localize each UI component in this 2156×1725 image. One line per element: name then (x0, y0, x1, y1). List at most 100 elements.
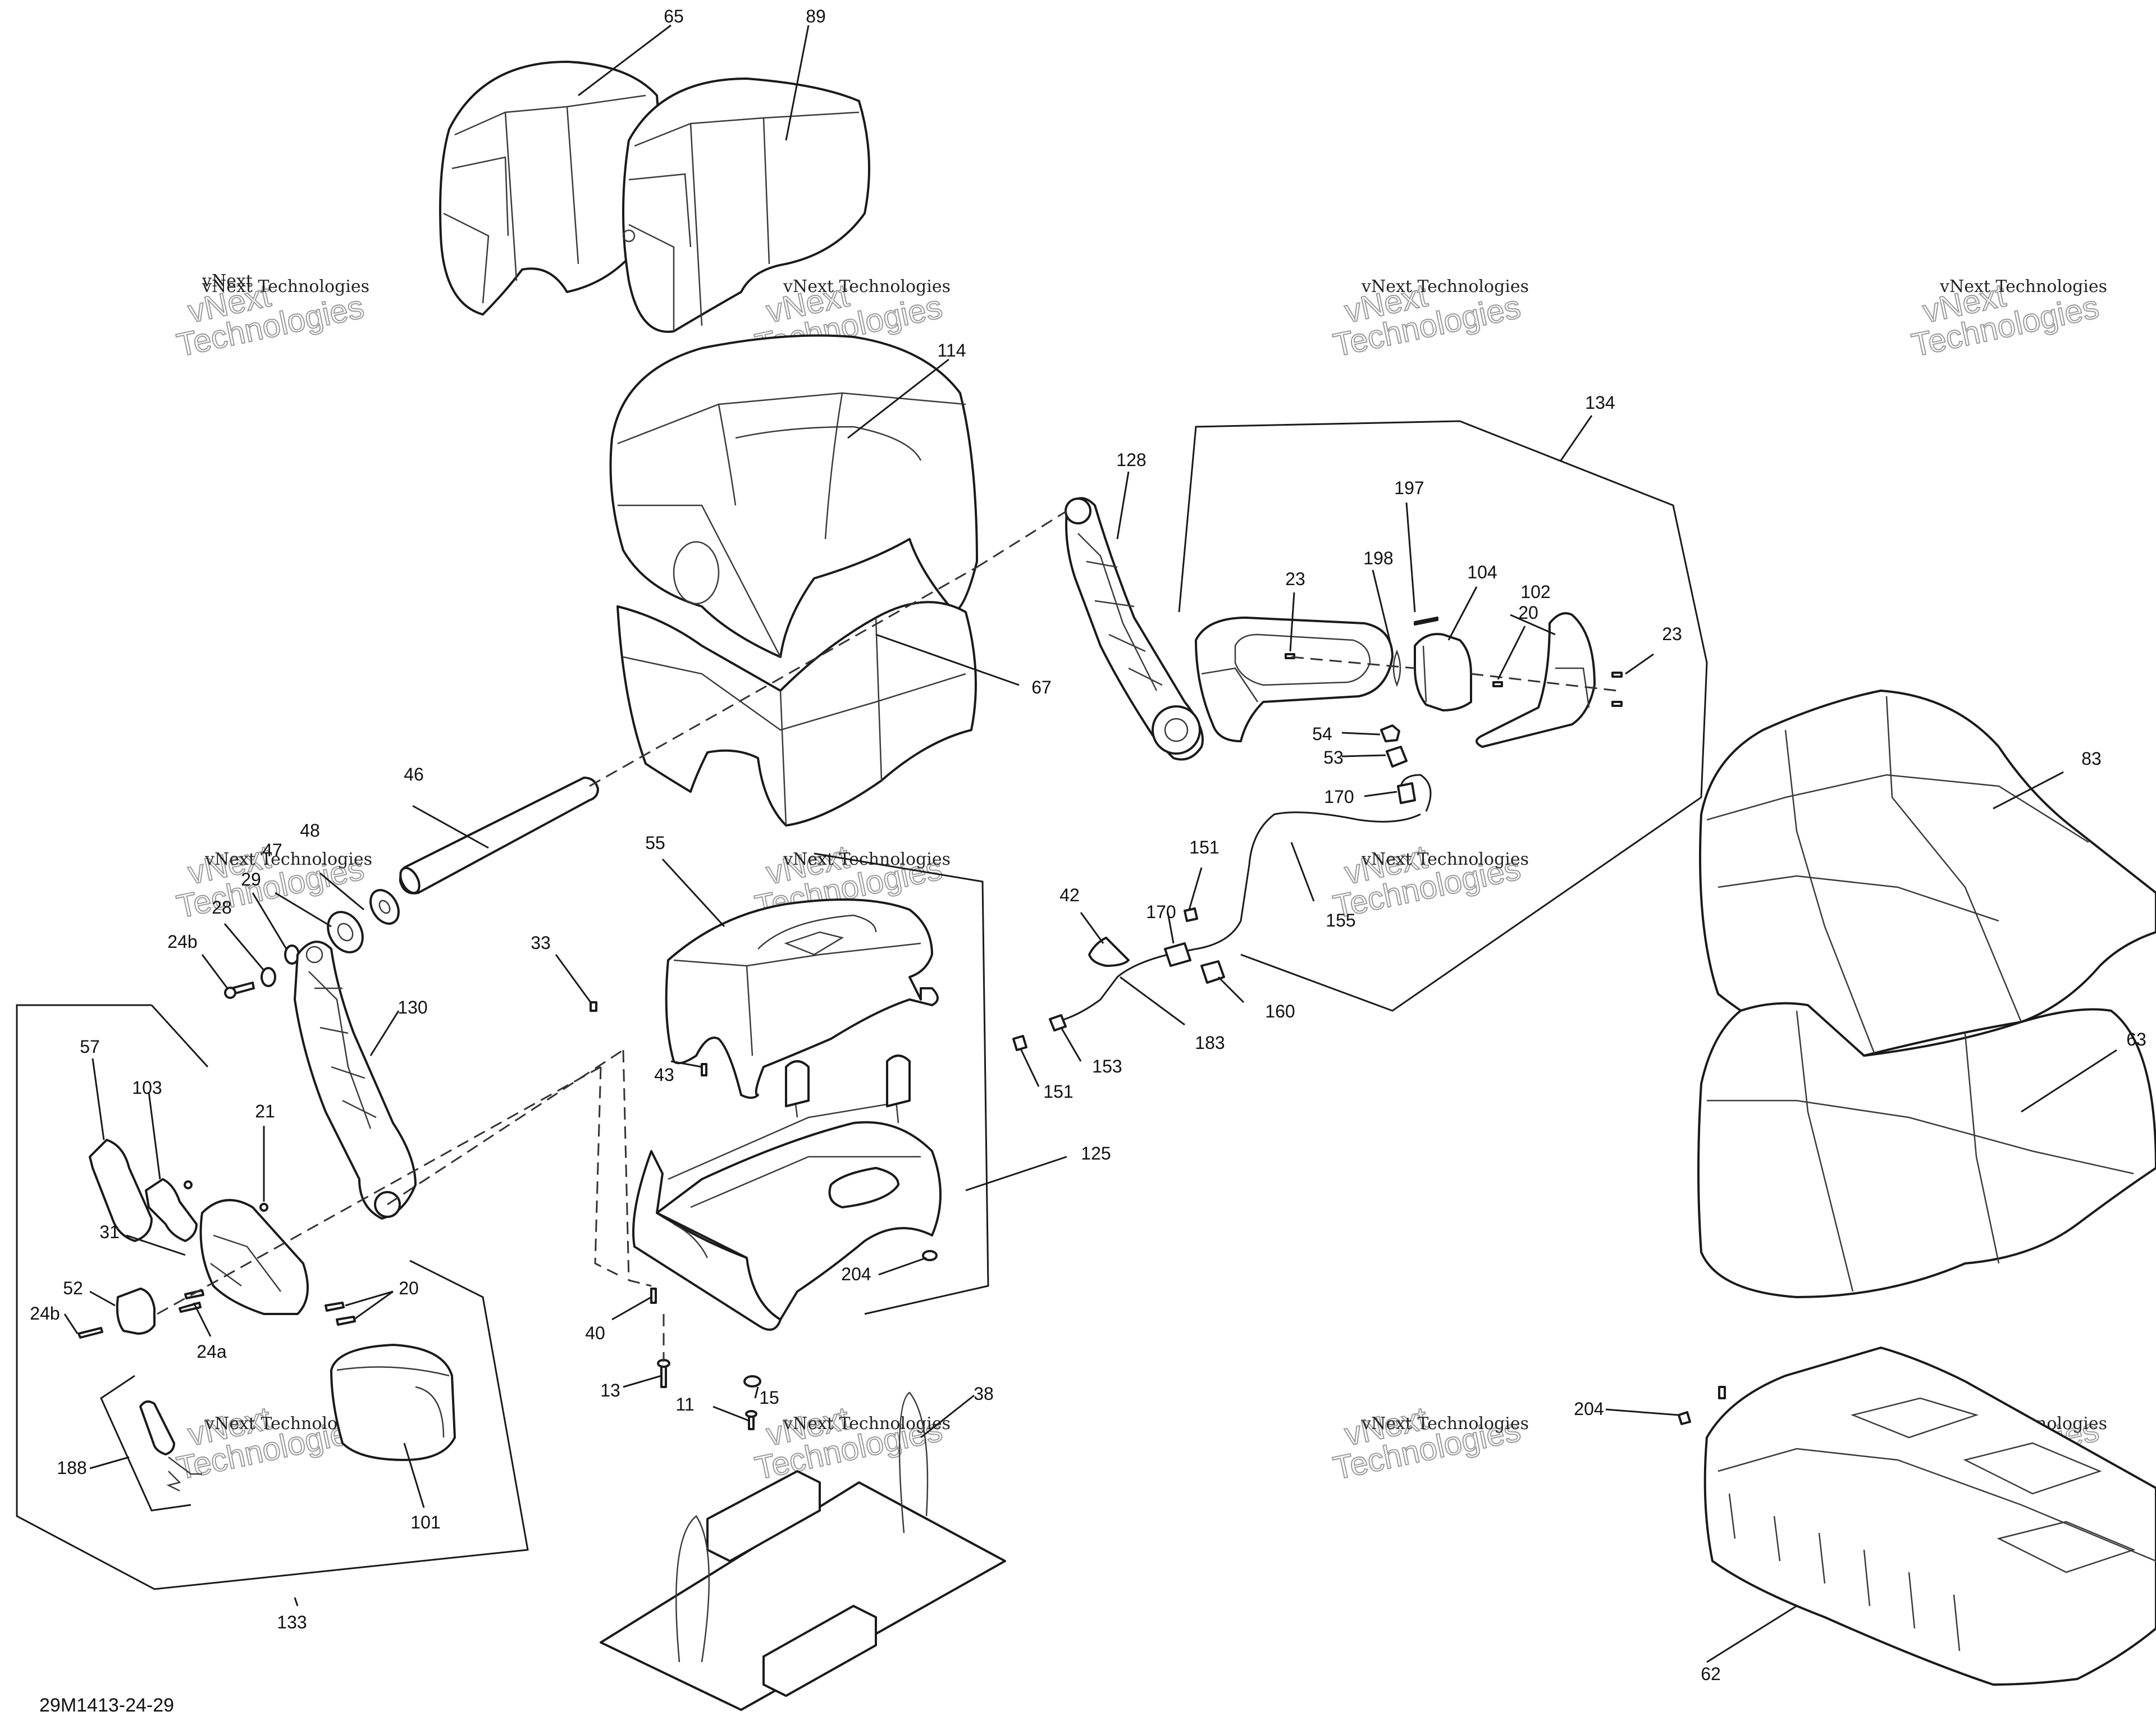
part-handle-housing (199, 1199, 309, 1315)
callout-170-lower: 170 (1146, 902, 1176, 922)
callout-46: 46 (404, 764, 424, 784)
leader-lines (63, 24, 2117, 1663)
callout-101: 101 (410, 1512, 440, 1532)
svg-text:vNext Technologies: vNext Technologies (1361, 1414, 1529, 1434)
callout-133: 133 (277, 1612, 307, 1632)
callout-48: 48 (300, 820, 320, 841)
svg-text:vNext Technologies: vNext Technologies (1361, 850, 1529, 869)
callout-23-right: 23 (1662, 624, 1682, 644)
callout-28: 28 (212, 897, 232, 918)
part-134-handle (1195, 617, 1394, 742)
watermark-11: vNext Technologies vNext Technologies (1330, 1399, 1529, 1487)
part-65-backrest-pad (439, 61, 660, 316)
part-42-loop (1088, 937, 1130, 967)
callout-67: 67 (1031, 677, 1052, 697)
callout-204-left: 204 (841, 1264, 871, 1284)
part-197-pin (1414, 617, 1438, 626)
callout-104: 104 (1467, 562, 1497, 582)
part-46-shaft (399, 777, 599, 895)
part-204-fasteners (1678, 1386, 1726, 1425)
callout-24a: 24a (197, 1341, 227, 1362)
callout-151-lower: 151 (1043, 1081, 1073, 1102)
part-28-washer (261, 967, 276, 987)
callout-160: 160 (1265, 1001, 1295, 1021)
callout-15: 15 (759, 1388, 779, 1408)
callout-33: 33 (531, 933, 551, 953)
watermark-7: vNext Technologies vNext Technologies (1330, 838, 1529, 925)
callout-188: 188 (57, 1458, 86, 1478)
part-101-cover (330, 1344, 456, 1461)
callout-31: 31 (99, 1222, 120, 1242)
part-155-wire-harness (1055, 774, 1432, 1023)
callout-63: 63 (2126, 1029, 2146, 1049)
svg-text:vNext Technologies: vNext Technologies (783, 277, 951, 296)
callout-102: 102 (1520, 582, 1550, 602)
callout-130: 130 (398, 997, 427, 1017)
svg-text:vNext: vNext (202, 271, 253, 291)
watermark-1-combined: vNext Technologies (202, 277, 369, 296)
part-198-spring (1392, 649, 1401, 687)
callout-197: 197 (1394, 478, 1424, 498)
part-153-connector (1049, 1014, 1067, 1032)
part-188-latch (139, 1400, 202, 1492)
svg-text:vNext Technologies: vNext Technologies (1361, 277, 1529, 296)
callout-21: 21 (255, 1101, 275, 1121)
part-57-grip (89, 1139, 153, 1242)
callout-11: 11 (675, 1394, 694, 1414)
group-outline-134 (1178, 420, 1708, 1012)
callout-38: 38 (974, 1384, 994, 1404)
callout-134: 134 (1585, 393, 1615, 413)
callout-89: 89 (806, 6, 826, 26)
part-83-passenger-seat (1699, 690, 2156, 1057)
assembly-axes (157, 510, 1618, 1362)
part-63-passenger-base (1697, 1002, 2156, 1298)
callout-114: 114 (937, 340, 966, 360)
part-103-sleeve (145, 1178, 198, 1242)
callout-54: 54 (1312, 724, 1332, 744)
group-outline-133 (16, 1004, 529, 1607)
part-170-connector-lower (1164, 942, 1191, 967)
part-67-seat-base (616, 601, 977, 827)
callout-155: 155 (1326, 910, 1355, 930)
callout-53: 53 (1323, 747, 1344, 768)
svg-text:vNext Technologies: vNext Technologies (783, 850, 951, 869)
callout-55: 55 (645, 833, 665, 853)
callout-103: 103 (132, 1078, 162, 1098)
group-outline-188 (100, 1375, 191, 1512)
callout-52: 52 (63, 1278, 83, 1298)
part-151-clip-lower (1012, 1035, 1027, 1051)
callout-13: 13 (600, 1380, 620, 1400)
drawing-code: 29M1413-24-29 (39, 1695, 174, 1716)
watermark-1: vNext Technologies vNext Technologies vN… (173, 271, 369, 364)
group-outline-125 (814, 852, 989, 1315)
callout-83: 83 (2081, 749, 2102, 769)
part-151-clip-upper (1184, 907, 1198, 922)
part-102-trim (1476, 612, 1596, 748)
part-104-latch-body (1414, 633, 1472, 711)
callout-125: 125 (1081, 1143, 1111, 1163)
callout-42: 42 (1059, 885, 1080, 905)
callout-labels: 65 89 114 67 128 134 197 198 104 102 23 … (30, 6, 2146, 1684)
svg-text:vNext Technologies: vNext Technologies (1939, 277, 2107, 296)
part-130-arm-link (294, 941, 417, 1220)
callout-151-upper: 151 (1189, 837, 1219, 857)
part-114-seat-cushion (609, 334, 978, 658)
svg-text:vNext Technologies: vNext Technologies (783, 1414, 951, 1434)
part-53-switch (1386, 746, 1408, 768)
callout-170-upper: 170 (1324, 787, 1354, 807)
callout-65: 65 (664, 6, 684, 26)
callout-57: 57 (80, 1037, 100, 1057)
callout-23-upper: 23 (1285, 569, 1305, 589)
part-47-bushing (327, 911, 364, 953)
part-48-washer (369, 889, 400, 925)
callout-128: 128 (1116, 450, 1146, 470)
part-hardware-base (590, 1001, 938, 1430)
part-89-backrest-pad (622, 77, 870, 333)
callout-24b-lower: 24b (30, 1303, 60, 1324)
callout-43: 43 (654, 1065, 674, 1085)
svg-text:vNext Technologies: vNext Technologies (204, 850, 372, 869)
callout-20-right: 20 (1518, 603, 1538, 623)
callout-198: 198 (1363, 548, 1393, 568)
